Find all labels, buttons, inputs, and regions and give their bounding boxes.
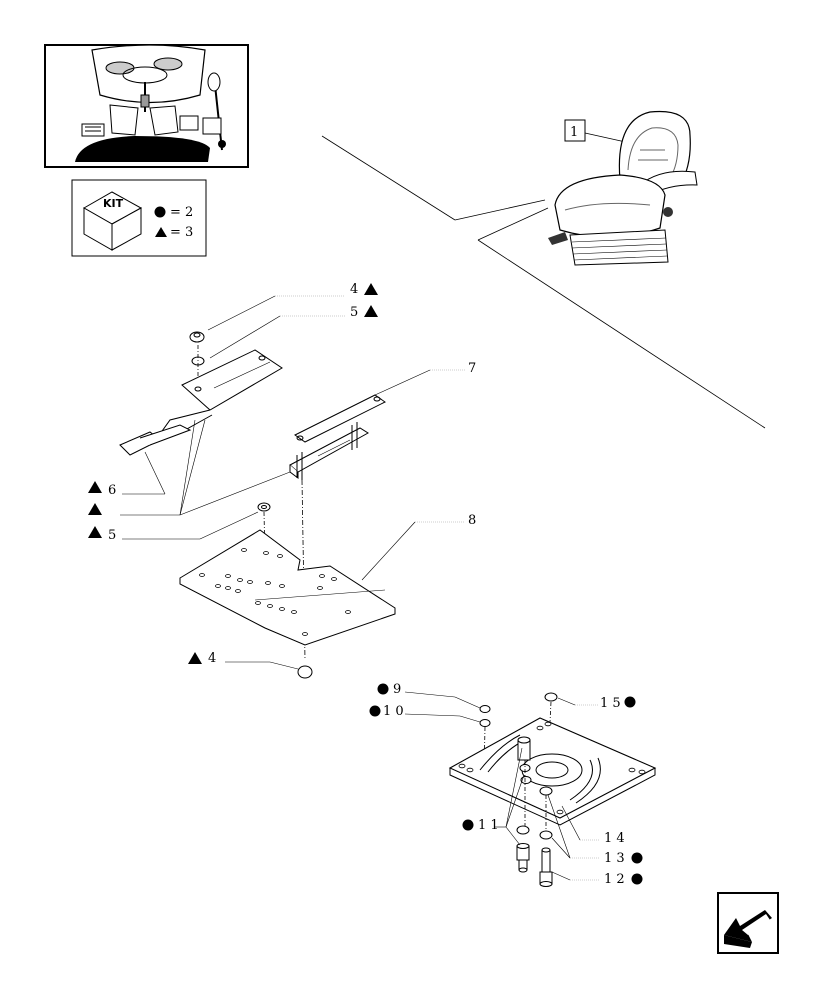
callout-6: 6	[88, 451, 166, 498]
svg-text:7: 7	[468, 361, 476, 376]
circle-marker-icon	[631, 852, 643, 864]
lever-plate	[119, 349, 283, 456]
callout-15: 1 5	[557, 696, 636, 711]
seat-bracket	[289, 394, 386, 480]
svg-text:1 4: 1 4	[604, 831, 625, 846]
previous-page-arrow-icon[interactable]	[717, 892, 779, 954]
svg-text:5: 5	[350, 305, 358, 320]
tractor-cab-inset	[44, 44, 249, 168]
callout-11: 1 1	[462, 747, 525, 846]
triangle-marker-icon	[88, 503, 102, 515]
svg-text:6: 6	[108, 483, 116, 498]
circle-marker-icon	[462, 819, 474, 831]
svg-text:1 1: 1 1	[478, 818, 499, 833]
circle-marker-icon	[377, 683, 389, 695]
callout-7: 7	[374, 361, 476, 396]
callout-13: 1 3	[547, 794, 643, 866]
callout-10: 1 0	[369, 704, 481, 723]
callout-1: 1	[570, 125, 578, 140]
svg-text:1 3: 1 3	[604, 851, 625, 866]
circle-marker-icon	[369, 705, 381, 717]
triangle-marker-icon	[364, 305, 378, 317]
svg-text:1 0: 1 0	[383, 704, 404, 719]
svg-text:9: 9	[393, 682, 401, 697]
triangle-marker-icon	[188, 652, 202, 664]
circle-marker-icon	[624, 696, 636, 708]
callout-8: 8	[361, 513, 476, 581]
circle-marker-icon	[154, 206, 166, 218]
kit-cube-icon: KIT	[82, 191, 143, 251]
triangle-marker-icon	[88, 526, 102, 538]
callout-4-bottom: 4	[188, 651, 299, 670]
svg-text:1 5: 1 5	[600, 696, 621, 711]
svg-text:4: 4	[208, 651, 216, 666]
triangle-marker-icon	[155, 227, 167, 237]
seat-illustration: 1	[548, 110, 698, 266]
svg-text:4: 4	[350, 282, 358, 297]
svg-text:1 2: 1 2	[604, 872, 625, 887]
circle-marker-icon	[631, 873, 643, 885]
base-plate	[179, 529, 396, 646]
section-lines	[321, 135, 766, 429]
bolt-12	[539, 847, 553, 887]
circle-qty: = 2	[170, 205, 193, 220]
kit-legend: KIT = 2 = 3	[71, 179, 207, 257]
svg-text:5: 5	[108, 528, 116, 543]
callout-9: 9	[377, 682, 481, 709]
callout-14: 1 4	[561, 805, 625, 846]
kit-label: KIT	[103, 197, 124, 210]
svg-text:8: 8	[468, 513, 476, 528]
triangle-qty: = 3	[170, 225, 193, 240]
callout-5-top: 5	[209, 305, 378, 359]
bolt-11	[516, 843, 530, 873]
callout-5-left: 5	[88, 511, 259, 543]
triangle-marker-icon	[364, 283, 378, 295]
callout-4-top: 4	[207, 282, 378, 331]
callout-12: 1 2	[551, 871, 643, 887]
swivel-plate	[448, 717, 657, 830]
triangle-marker-icon	[88, 481, 102, 493]
callout-lever-assembly	[88, 419, 291, 516]
